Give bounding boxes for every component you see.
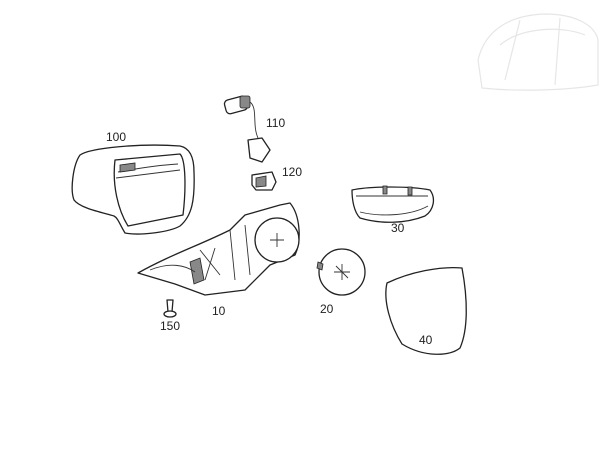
part-label-40[interactable]: 40	[419, 333, 433, 347]
part-label-30[interactable]: 30	[391, 221, 405, 235]
part-label-20[interactable]: 20	[320, 302, 334, 316]
part-100-mirror-cover[interactable]	[71, 144, 195, 235]
part-30-lower-housing[interactable]	[351, 185, 435, 223]
part-150-screw[interactable]	[163, 299, 177, 318]
part-label-150[interactable]: 150	[160, 319, 181, 333]
part-label-110[interactable]: 110	[266, 116, 286, 130]
part-40-mirror-glass[interactable]	[385, 266, 467, 355]
part-label-120[interactable]: 120	[282, 165, 303, 179]
part-110-wiring-harness[interactable]	[223, 95, 271, 163]
part-10-mirror-base-assembly[interactable]	[137, 202, 300, 296]
part-120-switch[interactable]	[251, 171, 277, 191]
vehicle-thumbnail-icon	[477, 13, 599, 91]
part-label-100[interactable]: 100	[106, 130, 127, 144]
part-20-adjustment-motor[interactable]	[316, 248, 366, 296]
part-label-10[interactable]: 10	[212, 304, 226, 318]
